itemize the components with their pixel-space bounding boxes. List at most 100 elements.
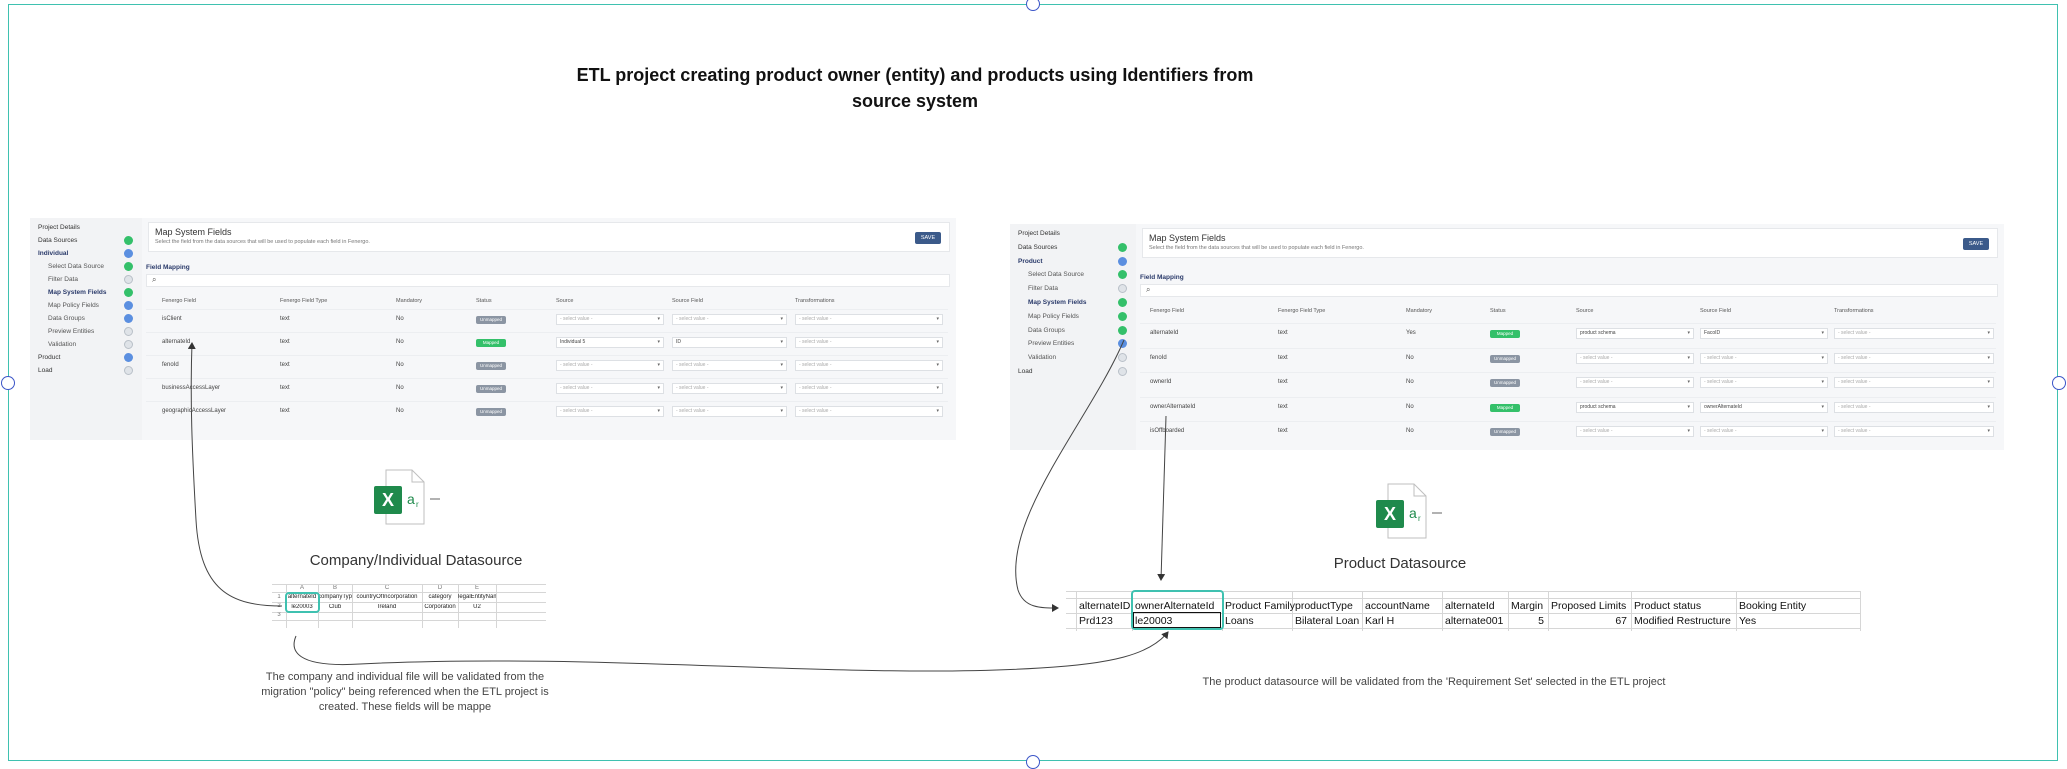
status-badge: Unmapped — [1490, 354, 1520, 363]
sidebar-item[interactable]: Map System Fields — [48, 289, 107, 296]
sidebar-item[interactable]: Product — [1018, 257, 1043, 265]
select-source[interactable]: product schema▾ — [1576, 401, 1694, 413]
grid-line — [352, 584, 353, 628]
sidebar-item[interactable]: Filter Data — [48, 276, 78, 283]
select-source-field[interactable]: ownerAlternateId▾ — [1700, 401, 1828, 413]
select-source[interactable]: - select value -▾ — [556, 360, 664, 371]
select-source[interactable]: product schema▾ — [1576, 328, 1694, 339]
sheet-header-cell: Booking Entity — [1739, 600, 1807, 612]
select-source-field[interactable]: - select value -▾ — [1700, 352, 1828, 364]
mandatory: No — [396, 408, 404, 414]
resize-handle-left[interactable] — [1, 376, 15, 390]
grid-line — [1066, 591, 1860, 592]
select-value: - select value - — [1838, 379, 1871, 385]
select-transform[interactable]: - select value -▾ — [1834, 328, 1994, 339]
sidebar-item[interactable]: Preview Entities — [48, 328, 95, 335]
sheet-header-cell: countryOfIncorporation — [356, 594, 418, 600]
select-source-field[interactable]: FacoID▾ — [1700, 328, 1828, 339]
row-divider — [1140, 421, 1996, 422]
sidebar-item[interactable]: Data Groups — [1028, 326, 1065, 334]
chevron-down-icon: ▾ — [936, 385, 939, 391]
save-button[interactable]: SAVE — [1963, 238, 1989, 250]
sidebar-item[interactable]: Map System Fields — [1028, 299, 1087, 306]
arrow-owneralternateid-from-product-mapping — [1157, 415, 1167, 581]
grid-line — [1076, 591, 1077, 631]
page-title: ETL project creating product owner (enti… — [576, 65, 1254, 111]
mandatory: No — [396, 339, 404, 345]
search-input[interactable]: ⌕ — [1140, 284, 1998, 297]
select-source-field[interactable]: - select value -▾ — [1700, 377, 1828, 388]
select-source[interactable]: - select value -▾ — [556, 383, 664, 394]
sidebar-item[interactable]: Map Policy Fields — [48, 302, 99, 309]
column-header: Transformations — [795, 298, 835, 304]
select-transform[interactable]: - select value -▾ — [1834, 352, 1994, 364]
select-source[interactable]: - select value -▾ — [556, 314, 664, 325]
sidebar-item[interactable]: Select Data Source — [48, 263, 105, 270]
select-transform[interactable]: - select value -▾ — [1834, 377, 1994, 388]
search-icon: ⌕ — [1146, 285, 1151, 294]
column-header: Transformations — [1834, 308, 1874, 314]
grid-line — [1548, 591, 1549, 631]
status-pending-icon — [124, 340, 133, 349]
select-value: - select value - — [799, 316, 832, 322]
select-source[interactable]: Individual 5▾ — [556, 337, 664, 348]
column-header: Status — [1490, 308, 1506, 314]
sidebar-item[interactable]: Filter Data — [1028, 285, 1058, 293]
row-divider — [1140, 372, 1996, 373]
select-source-field[interactable]: - select value -▾ — [672, 383, 787, 394]
select-value: - select value - — [676, 385, 709, 391]
resize-handle-top[interactable] — [1026, 0, 1040, 11]
select-source[interactable]: - select value -▾ — [1576, 426, 1694, 437]
sidebar-item[interactable]: Individual — [38, 250, 69, 257]
sidebar-item[interactable]: Select Data Source — [1028, 271, 1085, 279]
field-type: text — [280, 339, 290, 345]
select-value: - select value - — [560, 316, 593, 322]
select-transform[interactable]: - select value -▾ — [1834, 426, 1994, 437]
sidebar-item[interactable]: Data Groups — [48, 315, 85, 322]
select-transform[interactable]: - select value -▾ — [795, 314, 943, 325]
sidebar-item[interactable]: Project Details — [1018, 230, 1060, 237]
select-source-field[interactable]: - select value -▾ — [1700, 426, 1828, 437]
grid-line — [1066, 598, 1860, 599]
select-value: - select value - — [1580, 354, 1613, 361]
select-source-field[interactable]: - select value -▾ — [672, 360, 787, 371]
select-transform[interactable]: - select value -▾ — [1834, 401, 1994, 413]
sheet-value-cell: Prd123 — [1079, 615, 1113, 627]
mandatory: No — [396, 385, 404, 391]
sidebar-item[interactable]: Map Policy Fields — [1028, 312, 1079, 320]
sidebar-item[interactable]: Load — [38, 367, 53, 374]
grid-line — [272, 602, 546, 603]
sidebar-item[interactable]: Load — [1018, 368, 1033, 375]
select-value: ownerAlternateId — [1704, 403, 1742, 410]
search-input[interactable]: ⌕ — [146, 274, 950, 287]
sheet-value-cell: 67 — [1615, 615, 1627, 627]
resize-handle-right[interactable] — [2052, 376, 2066, 390]
select-source-field[interactable]: - select value -▾ — [672, 406, 787, 417]
select-source[interactable]: - select value -▾ — [1576, 352, 1694, 364]
grid-line — [1442, 591, 1443, 631]
fenergo-field: isOffboarded — [1150, 428, 1185, 434]
sidebar-item[interactable]: Data Sources — [1018, 243, 1058, 251]
sidebar-item[interactable]: Validation — [48, 341, 77, 348]
sidebar-item[interactable]: Validation — [1028, 354, 1057, 362]
fenergo-field: ownerId — [1150, 379, 1172, 385]
sidebar-item[interactable]: Project Details — [38, 224, 80, 231]
save-button[interactable]: SAVE — [915, 232, 941, 244]
select-source-field[interactable]: - select value -▾ — [672, 314, 787, 325]
status-check-icon — [1118, 298, 1127, 307]
select-transform[interactable]: - select value -▾ — [795, 406, 943, 417]
select-transform[interactable]: - select value -▾ — [795, 360, 943, 371]
company-datasource-caption: Company/Individual Datasource — [309, 552, 523, 569]
svg-text:a: a — [1409, 505, 1417, 521]
select-source-field[interactable]: ID▾ — [672, 337, 787, 348]
sidebar-item[interactable]: Data Sources — [38, 237, 78, 244]
select-source[interactable]: - select value -▾ — [556, 406, 664, 417]
select-transform[interactable]: - select value -▾ — [795, 337, 943, 348]
company-validation-note: The company and individual file will be … — [261, 671, 549, 713]
select-transform[interactable]: - select value -▾ — [795, 383, 943, 394]
sidebar-item[interactable]: Preview Entities — [1028, 340, 1075, 348]
sidebar-item[interactable]: Product — [38, 354, 61, 361]
select-source[interactable]: - select value -▾ — [1576, 377, 1694, 388]
selected-cell-border — [1133, 612, 1221, 628]
